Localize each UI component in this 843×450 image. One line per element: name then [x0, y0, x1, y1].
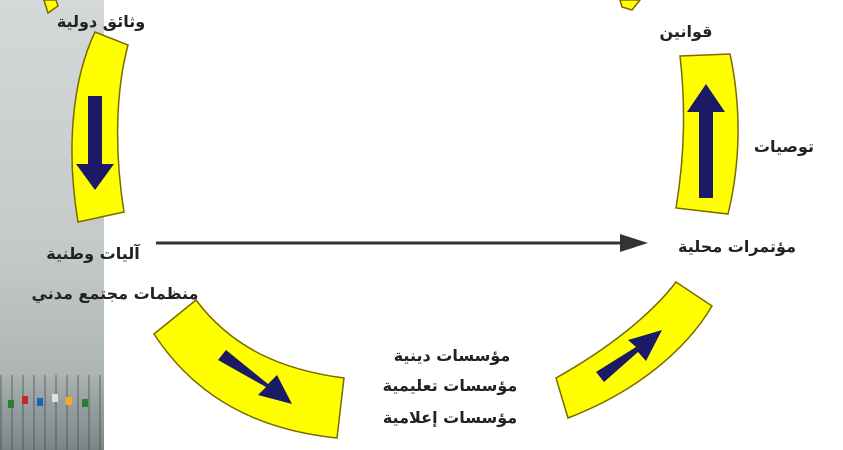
- flag-mark: [37, 398, 43, 406]
- flags-photo-detail: [0, 375, 104, 450]
- label-local-conferences: مؤتمرات محلية: [678, 237, 796, 256]
- connector-arrowhead: [620, 234, 648, 252]
- arrow-down: [76, 96, 114, 190]
- arrow-diagonal-up: [596, 330, 662, 382]
- arrow-up: [687, 84, 725, 198]
- arc-top-left: [43, 0, 59, 15]
- label-laws: قوانين: [659, 22, 713, 41]
- label-religious-institutions: مؤسسات دينية: [393, 346, 511, 365]
- flag-mark: [22, 396, 28, 404]
- label-recommendations: توصيات: [753, 137, 814, 156]
- flag-mark: [8, 400, 14, 408]
- arc-top-right: [619, 0, 641, 11]
- flag-mark: [82, 399, 88, 407]
- label-educational-institutions: مؤسسات تعليمية: [382, 376, 518, 395]
- label-civil-society: منظمات مجتمع مدني: [31, 284, 199, 303]
- flag-mark: [66, 397, 72, 405]
- label-international-documents: وثائق دولية: [56, 12, 146, 31]
- arrow-diagonal-down: [218, 350, 292, 404]
- label-national-mechanisms: آليات وطنية: [46, 244, 140, 263]
- label-media-institutions: مؤسسات إعلامية: [382, 408, 518, 427]
- flag-mark: [52, 394, 58, 402]
